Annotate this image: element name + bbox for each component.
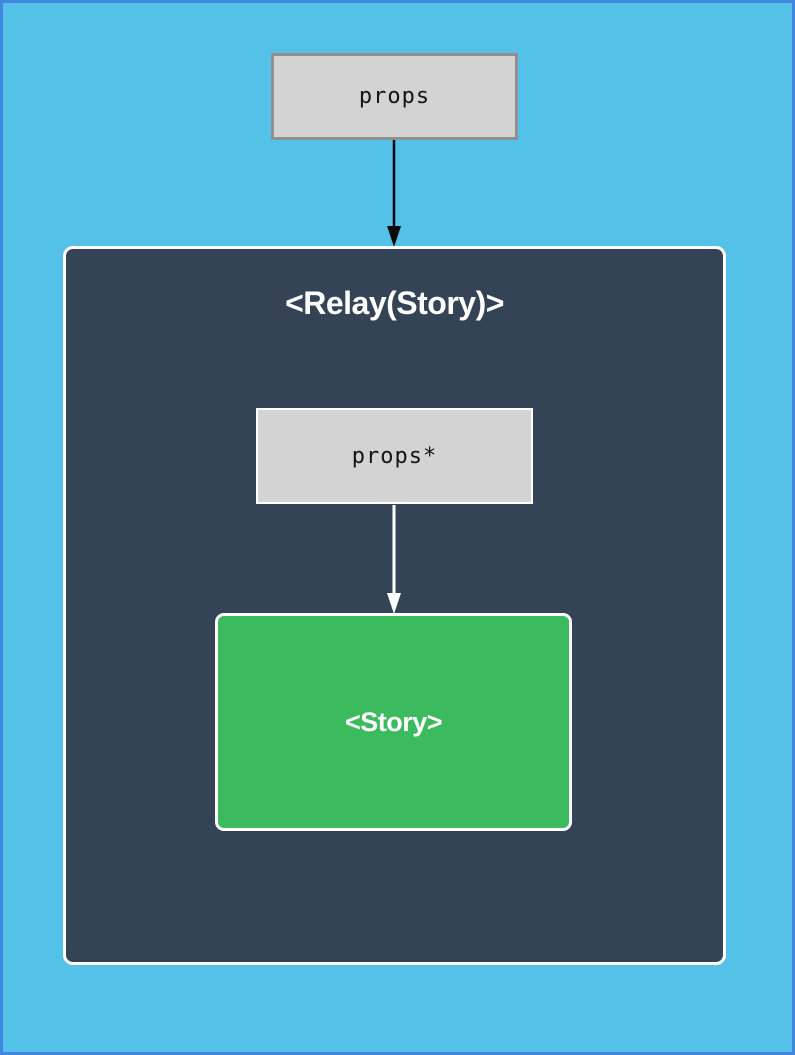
props-box: props <box>271 53 518 140</box>
story-label: <Story> <box>344 706 443 737</box>
props-star-label: props* <box>351 443 438 469</box>
story-box: <Story> <box>215 613 572 831</box>
relay-container-title: <Relay(Story)> <box>285 285 504 321</box>
props-label: props <box>358 84 431 109</box>
down-arrow-icon <box>387 140 401 247</box>
props-star-box: props* <box>256 408 533 504</box>
down-arrow-icon <box>387 505 401 614</box>
